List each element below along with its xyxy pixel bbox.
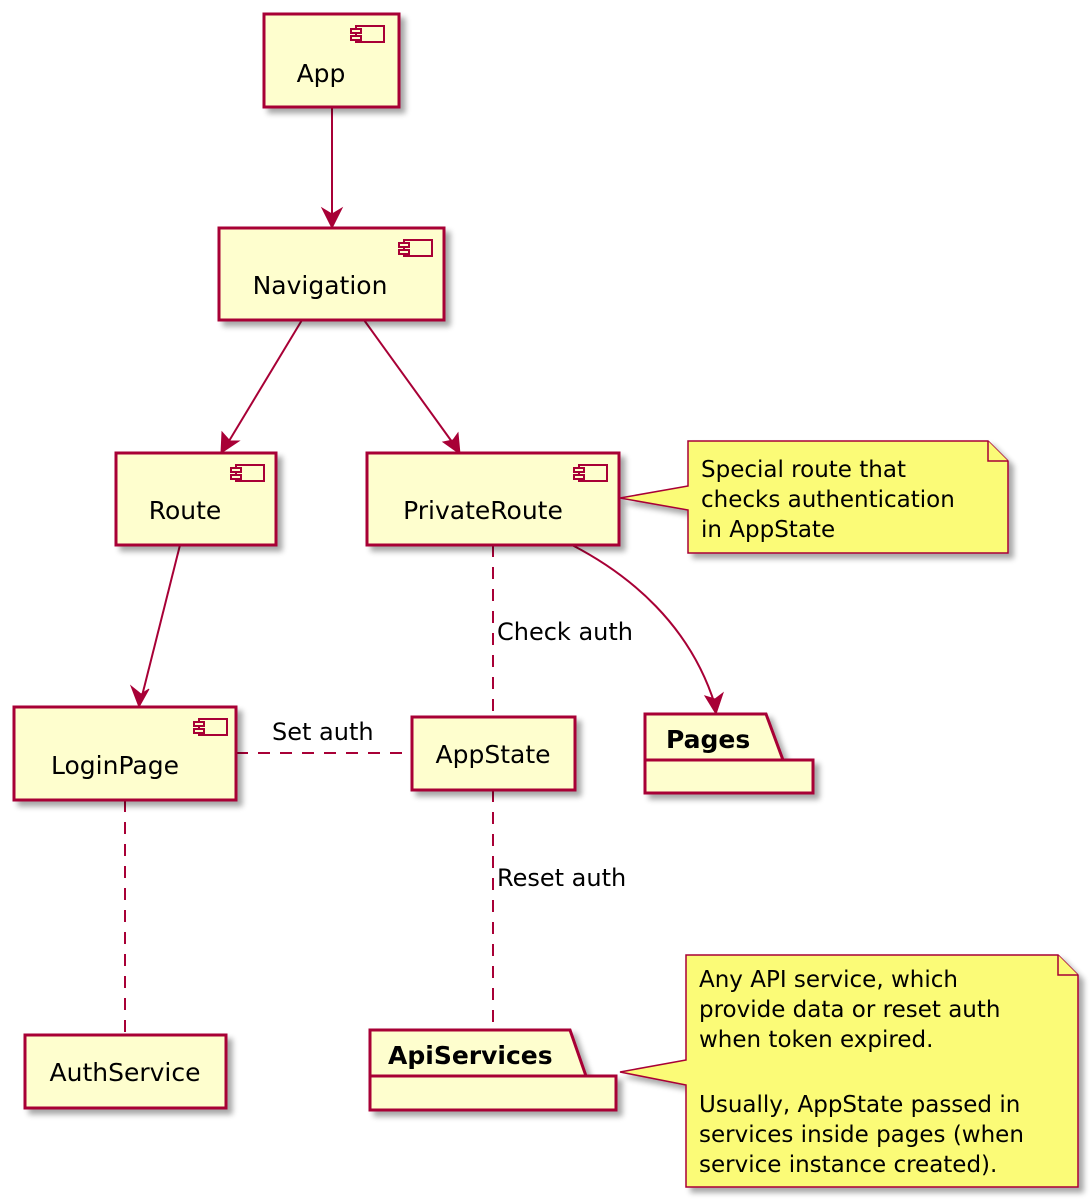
component-label-app: App (297, 59, 346, 88)
package-title-apiservices: ApiServices (388, 1041, 553, 1070)
node-label-appstate: AppState (435, 740, 550, 769)
note-privateroute-line-3: in AppState (701, 517, 835, 543)
note-apiservices-line-5: Usually, AppState passed in (699, 1092, 1020, 1118)
note-privateroute-line-2: checks authentication (701, 487, 955, 513)
note-apiservices-line-3: when token expired. (699, 1027, 933, 1053)
edge-navigation-route (220, 319, 303, 454)
edge-navigation-privateroute (363, 319, 461, 456)
edge-app-navigation (320, 107, 344, 230)
component-label-route: Route (149, 496, 222, 525)
note-apiservices (619, 954, 1079, 1188)
component-icon (193, 718, 228, 736)
note-apiservices-line-1: Any API service, which (699, 967, 958, 993)
edge-label-check-auth: Check auth (497, 618, 633, 646)
package-apiservices (368, 1028, 618, 1112)
component-icon (398, 239, 433, 257)
component-app (262, 12, 401, 109)
component-label-loginpage: LoginPage (51, 751, 179, 780)
node-appstate (410, 715, 577, 792)
component-icon (230, 464, 265, 482)
edge-label-set-auth: Set auth (272, 718, 374, 746)
edge-label-reset-auth: Reset auth (497, 864, 626, 892)
node-label-authservice: AuthService (50, 1058, 201, 1087)
component-icon (573, 464, 608, 482)
note-apiservices-line-2: provide data or reset auth (699, 997, 1000, 1023)
component-icon (350, 25, 385, 43)
component-label-privateroute: PrivateRoute (403, 496, 563, 525)
edge-route-loginpage (129, 544, 181, 709)
package-pages (643, 712, 815, 795)
edge-privateroute-pages (571, 544, 724, 716)
component-label-navigation: Navigation (253, 271, 388, 300)
note-privateroute (619, 440, 1009, 554)
node-authservice (23, 1033, 228, 1110)
note-apiservices-line-6: services inside pages (when (699, 1122, 1024, 1148)
note-privateroute-line-1: Special route that (701, 457, 906, 483)
package-title-pages: Pages (666, 725, 750, 754)
note-apiservices-line-7: service instance created). (699, 1152, 997, 1178)
